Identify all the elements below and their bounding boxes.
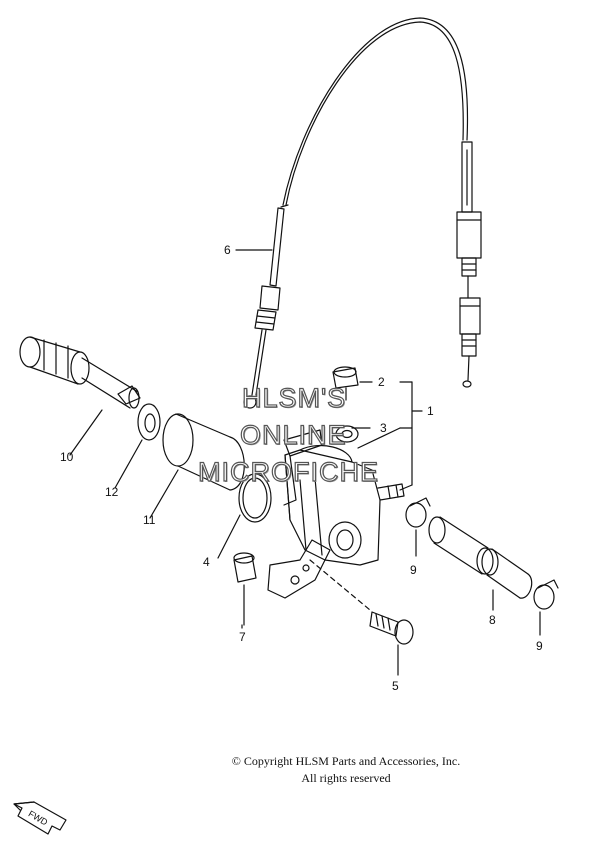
callout-7: 7: [239, 630, 246, 644]
screw: [309, 559, 414, 676]
o-ring: [217, 473, 272, 559]
gasket-washer: [335, 425, 359, 443]
callout-9-right: 9: [536, 639, 543, 653]
callout-4: 4: [203, 555, 210, 569]
copyright-line-2: All rights reserved: [301, 771, 391, 785]
callout-5: 5: [392, 679, 399, 693]
callout-2: 2: [378, 375, 385, 389]
hose-clamp: [405, 497, 431, 557]
callout-9-left: 9: [410, 563, 417, 577]
throttle-cable: [235, 17, 482, 409]
oil-pump-assembly: [267, 381, 423, 599]
copyright-line-1: © Copyright HLSM Parts and Accessories, …: [231, 754, 461, 768]
bushing-sleeve: [149, 413, 245, 519]
callout-6: 6: [224, 243, 231, 257]
callout-3: 3: [380, 421, 387, 435]
callout-1: 1: [427, 404, 434, 418]
bolt: [332, 366, 359, 401]
washer: [114, 403, 161, 489]
watermark-line-3: MICROFICHE: [197, 456, 379, 487]
fwd-arrow-icon: [13, 801, 67, 835]
callout-10: 10: [60, 450, 74, 464]
oil-hose: [428, 516, 533, 611]
hose-clamp: [533, 579, 559, 636]
watermark-line-1: HLSM'S: [241, 382, 347, 413]
callout-12: 12: [105, 485, 119, 499]
plug: [233, 552, 257, 629]
callout-8: 8: [489, 613, 496, 627]
drive-gear-shaft: [19, 336, 141, 456]
callout-11: 11: [143, 513, 156, 527]
watermark-line-2: ONLINE: [239, 419, 347, 450]
